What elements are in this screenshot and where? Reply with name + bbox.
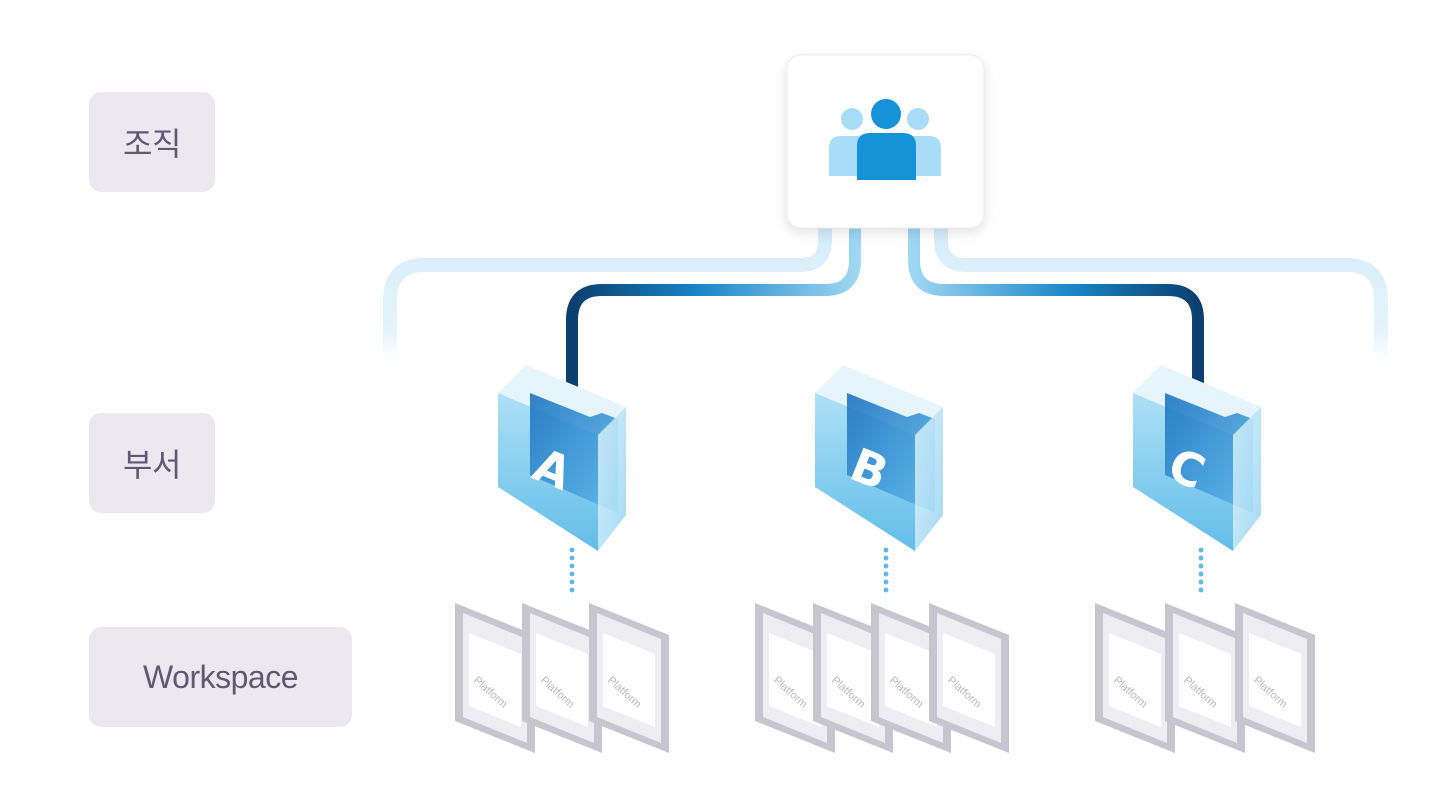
connector-dot <box>569 563 575 569</box>
workspace-card: Platform <box>1165 603 1245 753</box>
workspace-card: Platform <box>522 603 602 753</box>
connector-dot <box>569 587 575 593</box>
workspace-card-page <box>1179 633 1231 727</box>
workspace-card-page <box>885 633 937 727</box>
level-label-department: 부서 <box>89 413 215 513</box>
level-label-workspace: Workspace <box>89 627 352 727</box>
workspace-card: Platform <box>589 603 669 753</box>
cube-side <box>598 407 626 551</box>
connector-dot <box>569 579 575 585</box>
connector-dot <box>883 563 889 569</box>
connector-dot <box>1198 555 1204 561</box>
cube-side <box>915 407 943 551</box>
connector-dot <box>1198 563 1204 569</box>
connector-to-A <box>566 228 861 400</box>
folder-icon <box>1165 393 1253 513</box>
connector-to-C <box>908 228 1204 400</box>
workspace-card: Platform <box>1235 603 1315 753</box>
people-group-icon <box>829 99 941 180</box>
workspace-card-page <box>1109 633 1161 727</box>
connector-dot <box>883 555 889 561</box>
connector-dot <box>569 547 575 553</box>
connector-dot <box>1198 579 1204 585</box>
connector-dot <box>883 571 889 577</box>
department-node-a: A <box>498 365 626 551</box>
department-node-c: C <box>1133 365 1261 551</box>
workspace-card-page <box>1249 633 1301 727</box>
dotted-connectors <box>569 547 1204 593</box>
connector-outer-left <box>383 228 832 360</box>
connector-outer-right <box>934 228 1388 360</box>
level-label-organization: 조직 <box>89 92 215 192</box>
connector-dot <box>1198 547 1204 553</box>
workspace-card-page <box>536 633 588 727</box>
workspace-card: Platform <box>929 603 1009 753</box>
connector-dot <box>883 587 889 593</box>
connector-dot <box>1198 571 1204 577</box>
connector-dot <box>883 579 889 585</box>
department-node-b: B <box>815 365 943 551</box>
connector-dot <box>1198 587 1204 593</box>
workspace-card-page <box>469 633 521 727</box>
workspace-card: Platform <box>1095 603 1175 753</box>
cube-side <box>1233 407 1261 551</box>
workspace-card-page <box>603 633 655 727</box>
connector-dot <box>569 555 575 561</box>
connector-dot <box>569 571 575 577</box>
connector-dot <box>883 547 889 553</box>
folder-icon <box>847 393 935 513</box>
organization-node <box>786 54 985 229</box>
folder-icon <box>530 393 618 513</box>
workspace-card: Platform <box>455 603 535 753</box>
workspace-card-page <box>827 633 879 727</box>
workspace-card-page <box>769 633 821 727</box>
workspace-card-page <box>943 633 995 727</box>
